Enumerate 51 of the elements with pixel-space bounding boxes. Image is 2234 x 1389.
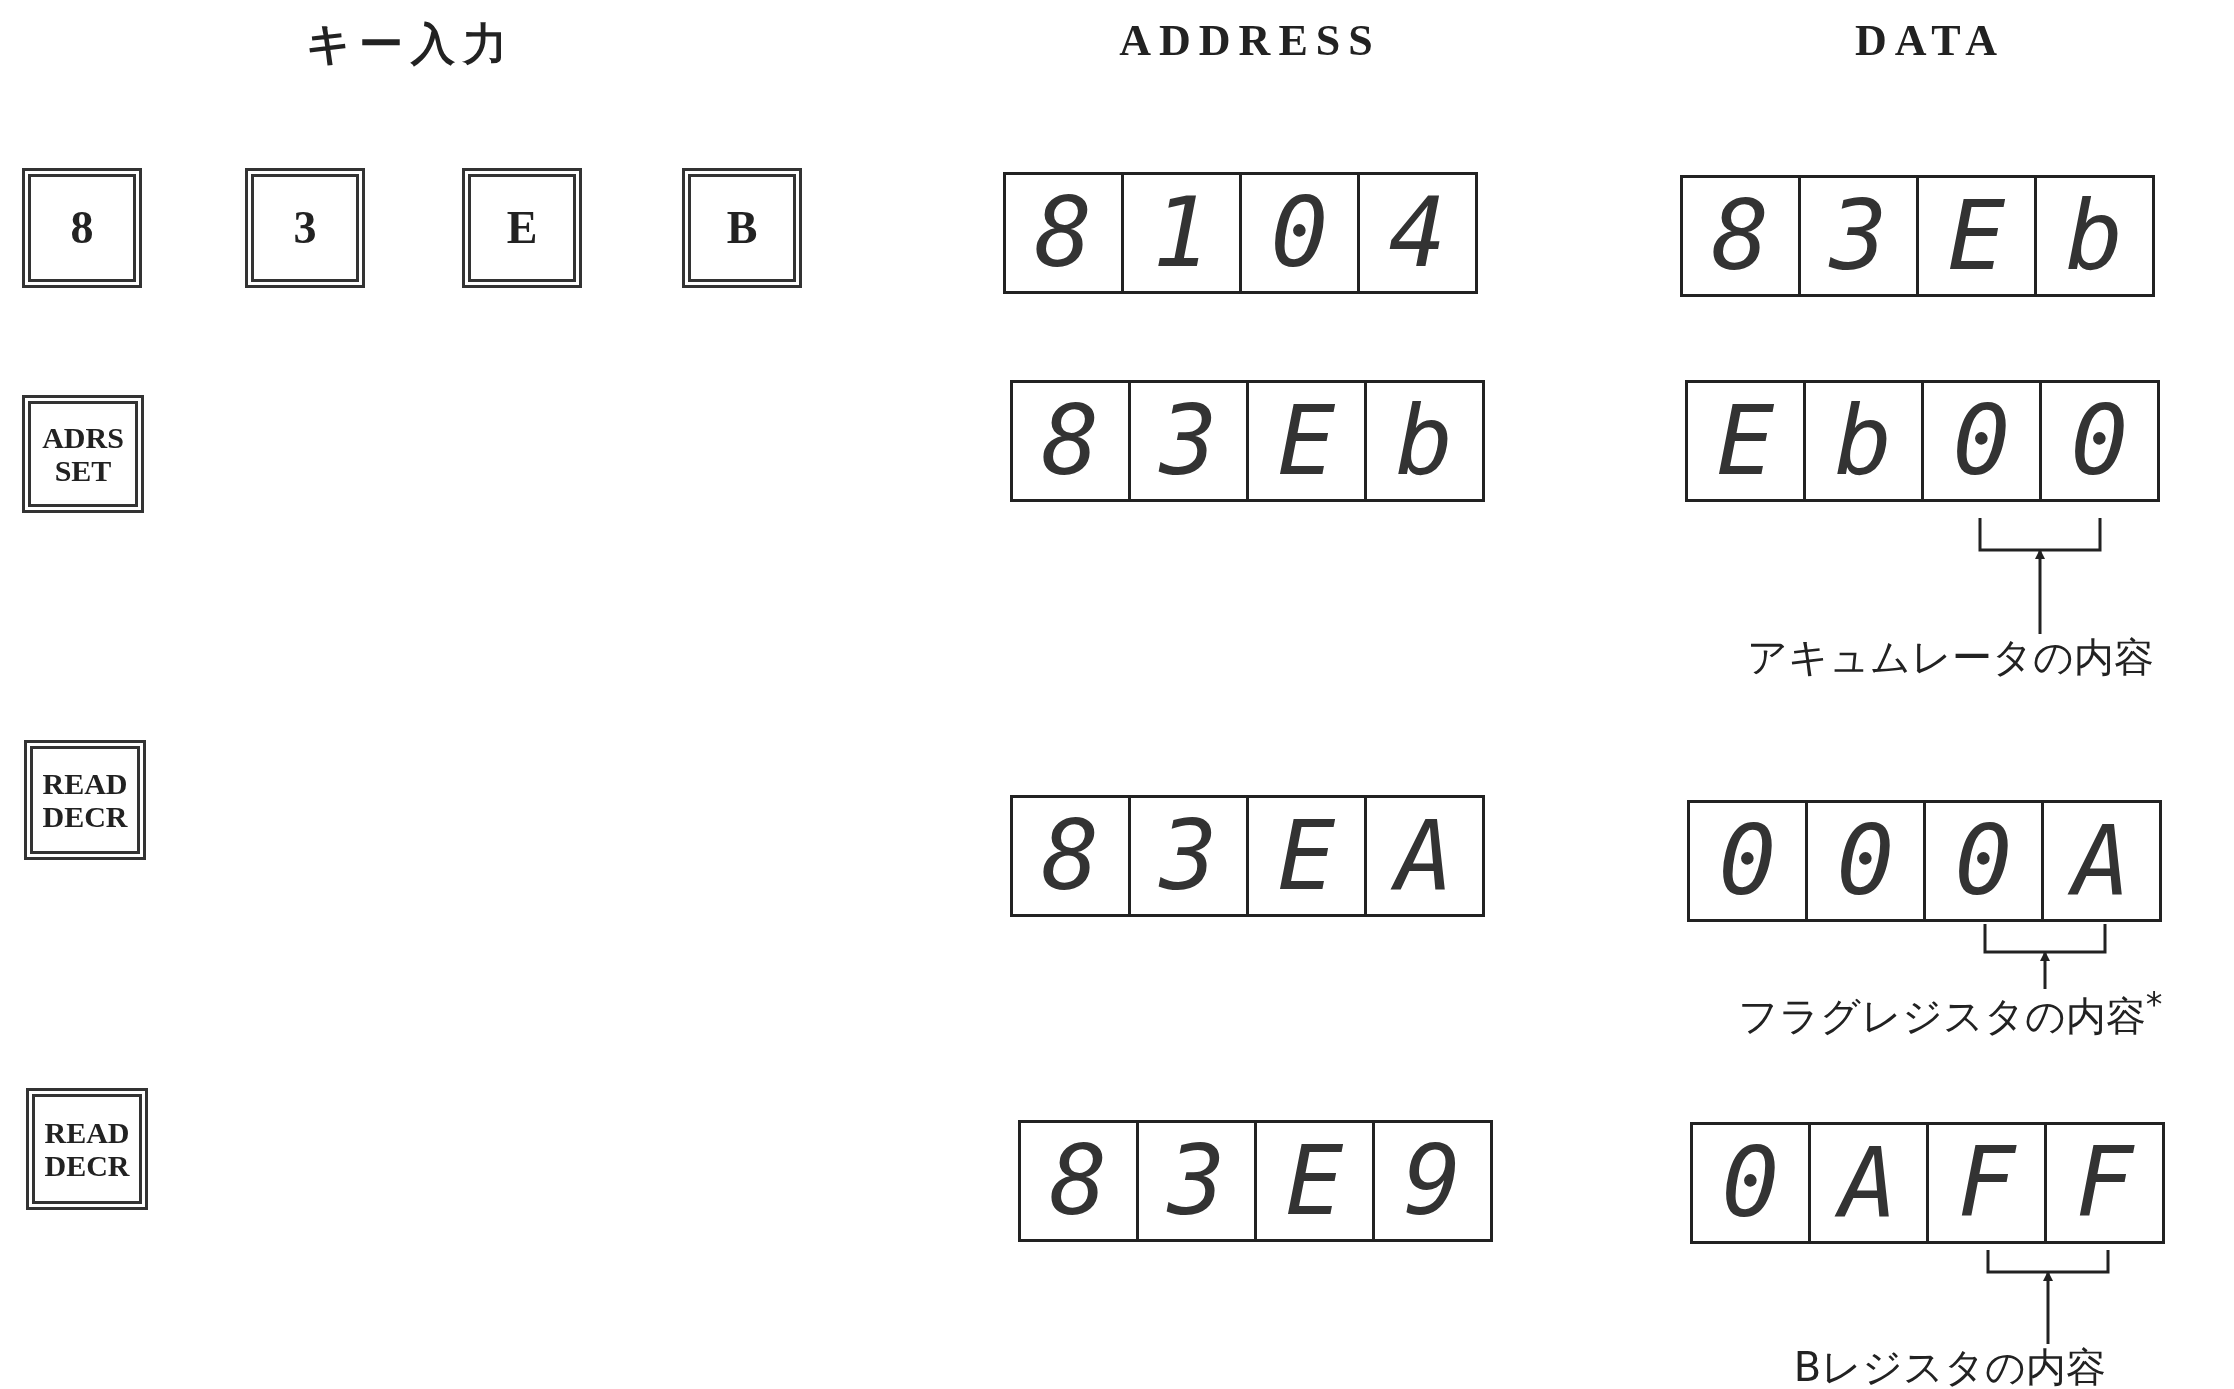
column-heading: DATA — [1853, 15, 2007, 66]
seven-segment-digit: 0 — [1805, 800, 1926, 922]
seven-segment-digit: b — [1803, 380, 1924, 502]
seven-segment-digit: 0 — [1923, 800, 2044, 922]
seven-segment-digit: 3 — [1136, 1120, 1257, 1242]
seven-segment-digit: 0 — [1921, 380, 2042, 502]
seven-segment-digit: 8 — [1010, 380, 1131, 502]
annotation-text: Bレジスタの内容 — [1700, 1340, 2200, 1389]
bracket — [1978, 518, 2102, 552]
seven-segment-digit: F — [1926, 1122, 2047, 1244]
arrow — [2040, 951, 2050, 989]
arrow — [2043, 1271, 2053, 1344]
seven-segment-digit: 0 — [1690, 1122, 1811, 1244]
keypad-key: B — [682, 168, 802, 288]
seven-segment-digit: b — [1364, 380, 1485, 502]
seven-segment-digit: E — [1685, 380, 1806, 502]
keypad-key: E — [462, 168, 582, 288]
seven-segment-digit: 3 — [1798, 175, 1919, 297]
seven-segment-digit: 8 — [1003, 172, 1124, 294]
seven-segment-digit: E — [1246, 795, 1367, 917]
seven-segment-digit: 1 — [1121, 172, 1242, 294]
keypad-key: 3 — [245, 168, 365, 288]
bracket — [1983, 924, 2107, 954]
annotation-text: フラグレジスタの内容$^{*}$ — [1700, 985, 2200, 1045]
keypad-key: READ DECR — [26, 1088, 148, 1210]
seven-segment-digit: 3 — [1128, 380, 1249, 502]
seven-segment-digit: E — [1916, 175, 2037, 297]
seven-segment-digit: A — [1364, 795, 1485, 917]
keypad-key: READ DECR — [24, 740, 146, 860]
seven-segment-digit: 0 — [1239, 172, 1360, 294]
column-heading: ADDRESS — [1118, 15, 1382, 66]
seven-segment-digit: 0 — [2039, 380, 2160, 502]
seven-segment-digit: 8 — [1010, 795, 1131, 917]
annotation-text: アキュムレータの内容 — [1700, 630, 2200, 685]
seven-segment-digit: A — [2041, 800, 2162, 922]
seven-segment-digit: 8 — [1680, 175, 1801, 297]
seven-segment-digit: 9 — [1372, 1120, 1493, 1242]
keypad-key: 8 — [22, 168, 142, 288]
seven-segment-digit: 3 — [1128, 795, 1249, 917]
seven-segment-digit: A — [1808, 1122, 1929, 1244]
column-heading: キー入力 — [304, 19, 516, 71]
seven-segment-digit: 4 — [1357, 172, 1478, 294]
seven-segment-digit: E — [1254, 1120, 1375, 1242]
keypad-key: ADRS SET — [22, 395, 144, 513]
seven-segment-digit: F — [2044, 1122, 2165, 1244]
seven-segment-digit: 8 — [1018, 1120, 1139, 1242]
seven-segment-digit: 0 — [1687, 800, 1808, 922]
bracket — [1986, 1250, 2110, 1274]
seven-segment-digit: b — [2034, 175, 2155, 297]
seven-segment-digit: E — [1246, 380, 1367, 502]
arrow — [2035, 549, 2045, 634]
